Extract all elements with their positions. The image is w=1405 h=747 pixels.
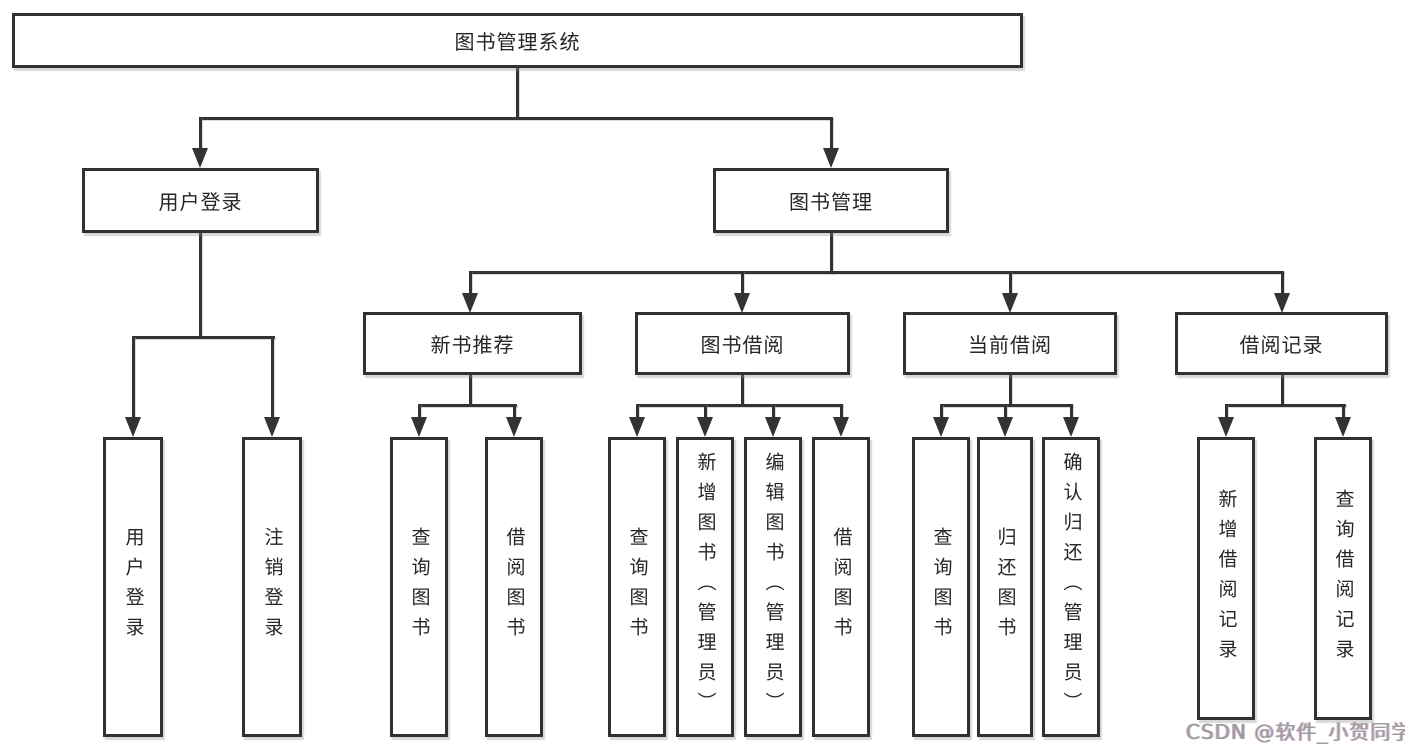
connector-line: [1281, 271, 1284, 296]
connector-line: [418, 404, 421, 419]
connector-line: [704, 404, 707, 419]
connector-line: [1004, 404, 1007, 419]
node-label: 新增借阅记录: [1215, 488, 1238, 669]
node-label: 用户登录: [158, 190, 243, 214]
leaf-add-borrow-record: 新增借阅记录: [1197, 437, 1255, 720]
node-current-borrowing: 当前借阅: [903, 312, 1117, 375]
connector-line: [516, 66, 519, 119]
connector-line: [636, 404, 843, 407]
connector-line: [199, 117, 833, 120]
arrowhead-down: [506, 417, 522, 437]
connector-line: [1342, 404, 1345, 419]
arrowhead-down: [1002, 293, 1018, 313]
leaf-query-books-borrow: 查询图书: [608, 437, 666, 737]
leaf-borrow-books: 借阅图书: [812, 437, 870, 737]
arrowhead-down: [1063, 417, 1079, 437]
leaf-query-books-recommend: 查询图书: [390, 437, 448, 737]
connector-line: [418, 404, 517, 407]
connector-line: [1225, 404, 1346, 407]
node-label: 注销登录: [261, 527, 284, 647]
connector-line: [132, 336, 275, 339]
node-label: 当前借阅: [968, 333, 1052, 357]
leaf-logout: 注销登录: [242, 437, 302, 737]
arrowhead-down: [462, 293, 478, 313]
node-label: 借阅图书: [503, 527, 526, 647]
arrowhead-down: [765, 417, 781, 437]
connector-line: [1009, 271, 1012, 296]
connector-line: [469, 271, 1284, 274]
node-label: 图书管理: [789, 190, 873, 214]
node-label: 查询图书: [930, 527, 953, 647]
node-label: 编辑图书（管理员）: [762, 452, 785, 722]
node-label: 图书管理系统: [454, 30, 581, 54]
leaf-query-borrow-record: 查询借阅记录: [1314, 437, 1372, 720]
node-book-borrowing: 图书借阅: [635, 312, 850, 375]
connector-line: [1225, 404, 1228, 419]
node-label: 借阅图书: [830, 527, 853, 647]
leaf-edit-books-admin: 编辑图书（管理员）: [744, 437, 802, 737]
csdn-watermark: CSDN @软件_小贺同学: [1186, 720, 1405, 744]
connector-line: [840, 404, 843, 419]
arrowhead-down: [1335, 417, 1351, 437]
connector-line: [940, 404, 943, 419]
arrowhead-down: [629, 417, 645, 437]
leaf-add-books-admin: 新增图书（管理员）: [676, 437, 734, 737]
node-new-book-recommendation: 新书推荐: [363, 312, 582, 375]
node-label: 图书借阅: [700, 333, 785, 357]
connector-line: [741, 271, 744, 296]
connector-line: [741, 373, 744, 406]
arrowhead-down: [264, 417, 280, 437]
connector-line: [1070, 404, 1073, 419]
arrowhead-down: [1218, 417, 1234, 437]
connector-line: [1281, 373, 1284, 406]
connector-line: [199, 231, 202, 338]
arrowhead-down: [411, 417, 427, 437]
node-label: 新书推荐: [430, 333, 515, 357]
node-label: 确认归还（管理员）: [1060, 452, 1083, 722]
arrowhead-down: [933, 417, 949, 437]
node-borrowing-records: 借阅记录: [1175, 312, 1388, 375]
leaf-borrow-books-recommend: 借阅图书: [485, 437, 543, 737]
arrowhead-down: [734, 293, 750, 313]
connector-line: [469, 271, 472, 296]
node-book-management: 图书管理: [713, 168, 949, 233]
connector-line: [636, 404, 639, 419]
node-label: 借阅记录: [1239, 333, 1324, 357]
node-label: 查询借阅记录: [1332, 488, 1355, 669]
leaf-user-login: 用户登录: [103, 437, 163, 737]
connector-line: [271, 336, 274, 419]
connector-line: [469, 373, 472, 406]
arrowhead-down: [823, 148, 839, 168]
arrowhead-down: [1274, 293, 1290, 313]
node-label: 用户登录: [122, 527, 145, 647]
connector-line: [199, 117, 202, 150]
node-user-login: 用户登录: [82, 168, 319, 233]
leaf-confirm-return-admin: 确认归还（管理员）: [1042, 437, 1100, 737]
connector-line: [132, 336, 135, 419]
node-label: 归还图书: [994, 527, 1017, 647]
connector-line: [772, 404, 775, 419]
arrowhead-down: [697, 417, 713, 437]
node-library-management-system: 图书管理系统: [12, 13, 1023, 68]
arrowhead-down: [192, 148, 208, 168]
node-label: 查询图书: [408, 527, 431, 647]
arrowhead-down: [997, 417, 1013, 437]
node-label: 查询图书: [626, 527, 649, 647]
leaf-query-books-current: 查询图书: [912, 437, 970, 737]
connector-line: [513, 404, 516, 419]
leaf-return-books: 归还图书: [977, 437, 1033, 737]
node-label: 新增图书（管理员）: [694, 452, 717, 722]
arrowhead-down: [125, 417, 141, 437]
connector-line: [830, 117, 833, 150]
connector-line: [1009, 373, 1012, 406]
connector-line: [830, 231, 833, 274]
arrowhead-down: [833, 417, 849, 437]
